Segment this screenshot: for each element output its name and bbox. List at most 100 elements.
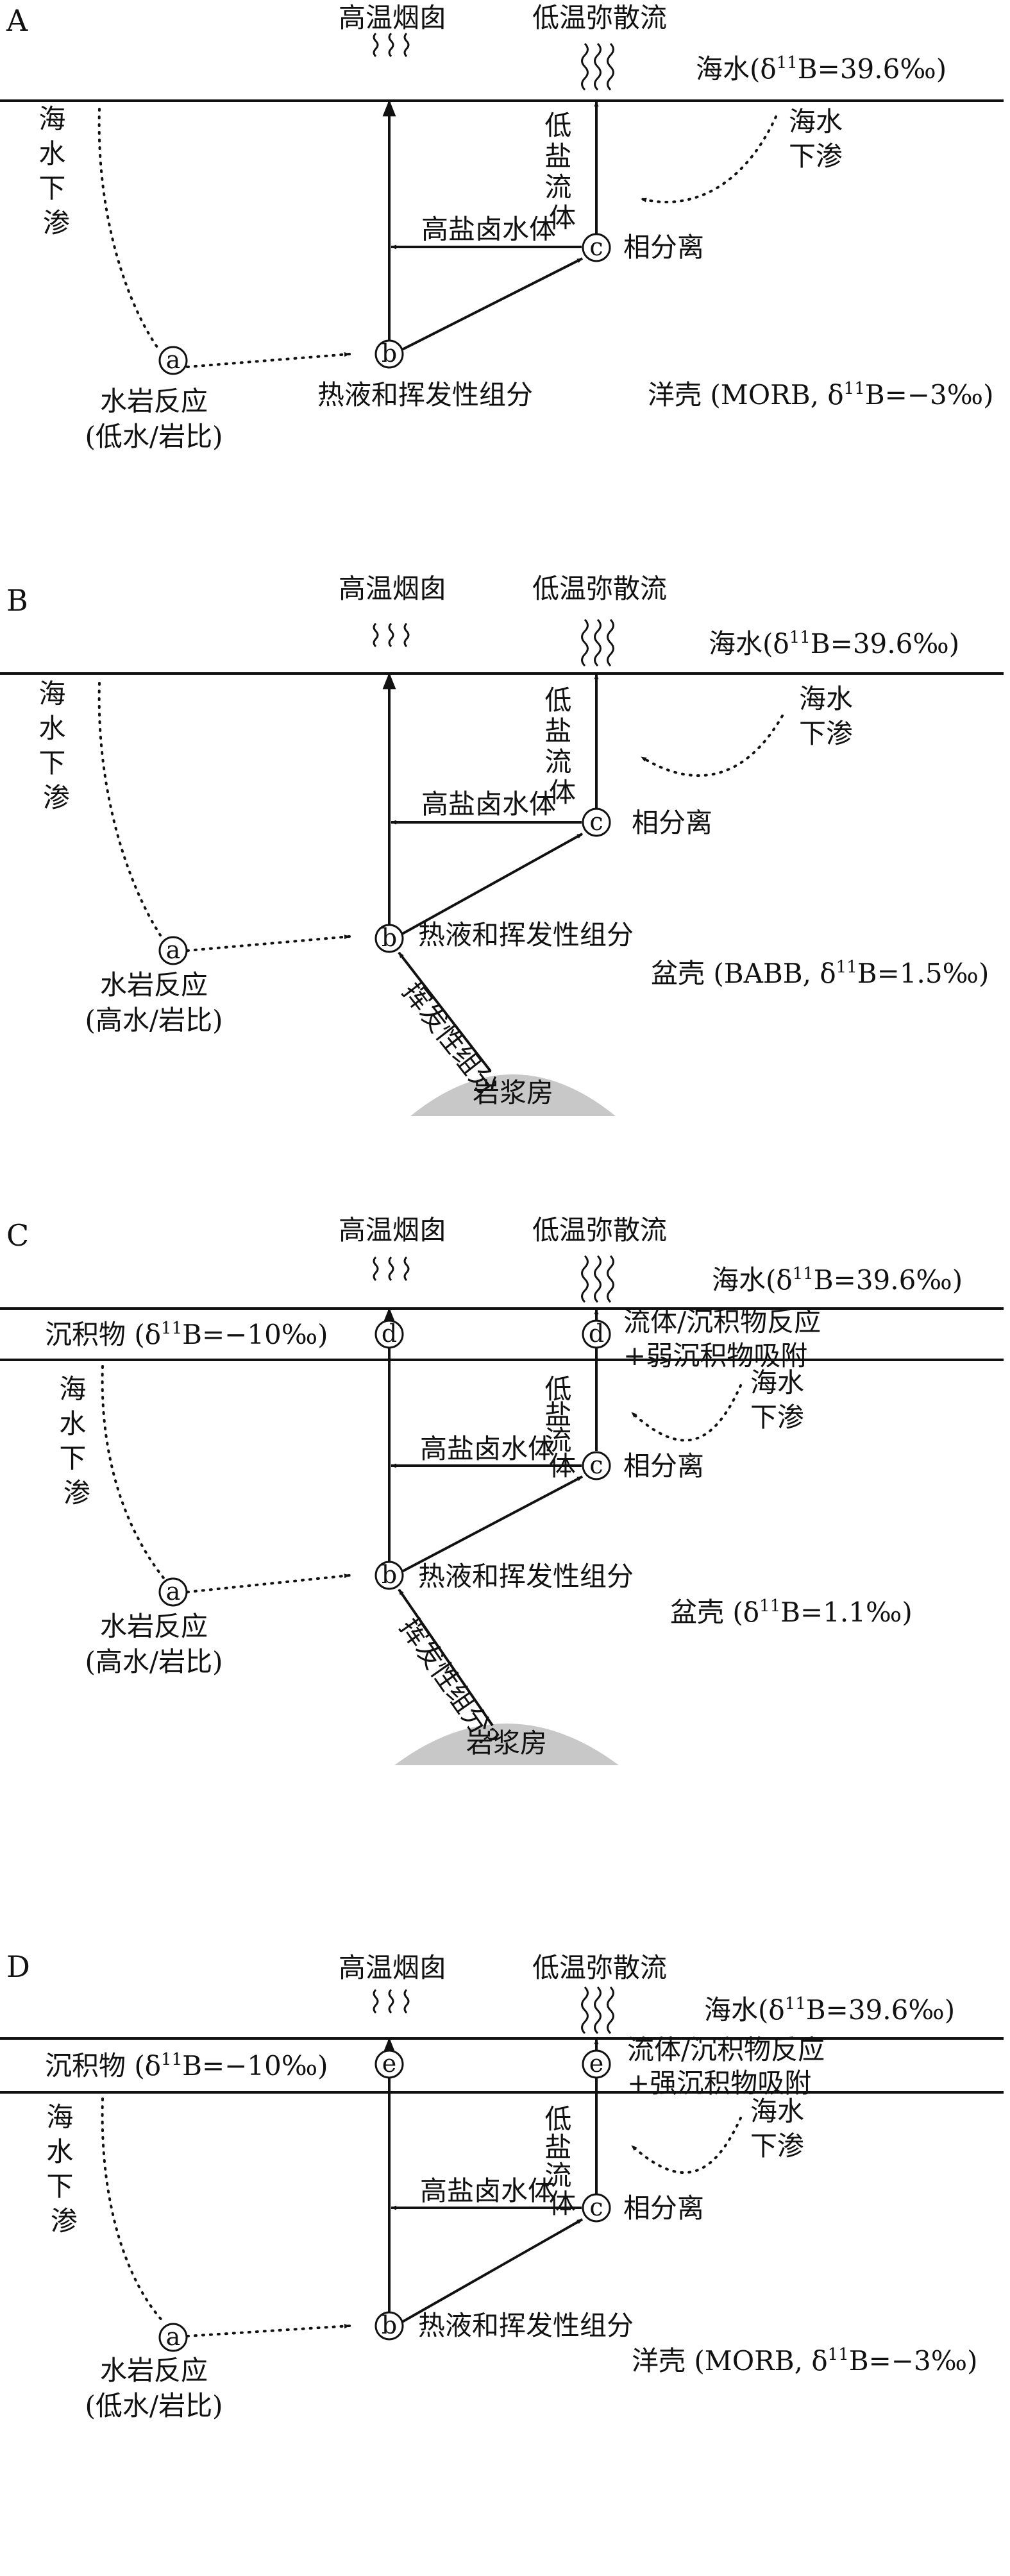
volatile-label: 挥发性组分 <box>396 976 504 1102</box>
svg-text:a: a <box>166 346 181 374</box>
seawater-recharge-right-label-2: 下渗 <box>750 1402 804 1433</box>
hydrothermal-label: 热液和挥发性组分 <box>317 379 533 411</box>
panel-tag: B <box>6 583 28 618</box>
sediment-reaction-label-2: +弱沉积物吸附 <box>623 1340 807 1371</box>
diffuse-flow-wave-icon <box>581 1255 614 1303</box>
volatile-label: 挥发性组分? <box>394 1613 505 1753</box>
sediment-label: 沉积物 (δ11B=−10‰) <box>45 1319 328 1350</box>
seawater-label: 海水(δ11B=39.6‰) <box>704 1994 955 2026</box>
low-salinity-fluid-label: 低 盐 流 体 <box>544 684 580 808</box>
water-rock-label-2: (高水/岩比) <box>85 1646 223 1677</box>
volatile-arrow <box>398 951 492 1072</box>
magma-chamber-label: 岩浆房 <box>473 1077 553 1108</box>
panel-a: A 高温烟囱 低温弥散流 海水(δ11B=39.6‰) 海 水 下 渗 海水 下… <box>0 2 1004 452</box>
hot-vent-label: 高温烟囱 <box>339 573 446 604</box>
phase-separation-label: 相分离 <box>623 232 704 263</box>
recharge-right-path <box>640 115 777 203</box>
recharge-left-path <box>101 1365 165 1579</box>
panel-tag: D <box>6 1949 30 1984</box>
brine-label: 高盐卤水体 <box>420 1433 555 1464</box>
water-rock-label-2: (低水/岩比) <box>85 2390 223 2421</box>
sediment-label: 沉积物 (δ11B=−10‰) <box>45 2050 328 2081</box>
water-rock-label-1: 水岩反应 <box>100 386 208 417</box>
svg-text:d: d <box>589 1319 604 1348</box>
water-rock-label-2: (高水/岩比) <box>85 1004 223 1036</box>
brine-label: 高盐卤水体 <box>420 2175 555 2207</box>
low-salinity-fluid-label: 低 盐 流 体 <box>544 1373 580 1482</box>
panel-tag: A <box>6 3 28 38</box>
b-to-c-arrow <box>401 833 583 935</box>
crust-label: 盆壳 (δ11B=1.1‰) <box>670 1597 913 1628</box>
hot-vent-label: 高温烟囱 <box>339 1214 446 1246</box>
svg-text:a: a <box>166 936 181 964</box>
diffuse-flow-label: 低温弥散流 <box>532 2 667 33</box>
diffuse-flow-wave-icon <box>581 618 614 667</box>
recharge-right-path <box>630 1384 742 1442</box>
brine-label: 高盐卤水体 <box>421 788 556 820</box>
magma-chamber-label: 岩浆房 <box>466 1727 547 1759</box>
node-c: c <box>582 2193 611 2223</box>
water-rock-to-b-path <box>186 1573 351 1593</box>
node-b: b <box>375 2311 404 2341</box>
seawater-recharge-right-label-1: 海水 <box>750 1367 804 1398</box>
seawater-recharge-left-label: 海 水 下 渗 <box>38 678 74 813</box>
crust-label: 洋壳 (MORB, δ11B=−3‰) <box>632 2345 977 2377</box>
b-to-c-arrow <box>401 1475 583 1573</box>
magma-chamber <box>394 1724 619 1765</box>
sediment-reaction-label-1: 流体/沉积物反应 <box>627 2034 825 2065</box>
node-a: a <box>158 936 188 965</box>
svg-text:e: e <box>589 2049 604 2078</box>
hydrothermal-label: 热液和挥发性组分 <box>418 1561 634 1592</box>
node-a: a <box>158 2323 188 2352</box>
node-c: c <box>582 1451 611 1480</box>
volatile-arrow <box>398 1588 494 1727</box>
node-c: c <box>582 233 611 262</box>
b-to-c-arrow <box>401 257 583 351</box>
seawater-recharge-left-label: 海 水 下 渗 <box>38 103 74 239</box>
diffuse-flow-label: 低温弥散流 <box>532 1214 667 1246</box>
node-a: a <box>158 346 188 375</box>
water-rock-label-1: 水岩反应 <box>100 1611 208 1642</box>
diffuse-flow-label: 低温弥散流 <box>532 1952 667 1983</box>
panel-b: B 高温烟囱 低温弥散流 海水(δ11B=39.6‰) 海 水 下 渗 海水 下… <box>0 573 1004 1116</box>
seawater-recharge-right-label-1: 海水 <box>789 106 843 137</box>
svg-text:e: e <box>382 2049 397 2078</box>
b-to-c-arrow <box>401 2218 583 2323</box>
seawater-recharge-right-label-1: 海水 <box>799 683 853 715</box>
hot-vent-smoke-icon <box>373 1256 410 1282</box>
svg-text:b: b <box>382 2311 397 2339</box>
sediment-reaction-label-2: +强沉积物吸附 <box>627 2067 811 2099</box>
svg-text:b: b <box>382 1561 397 1589</box>
svg-text:b: b <box>382 924 397 952</box>
svg-text:c: c <box>589 2193 603 2221</box>
hot-vent-smoke-icon <box>373 1988 410 2014</box>
svg-text:a: a <box>166 2323 181 2351</box>
panel-c: C 高温烟囱 低温弥散流 海水(δ11B=39.6‰) 沉积物 (δ11B=−1… <box>0 1214 1004 1765</box>
node-e-vent: e <box>375 2049 404 2079</box>
diffuse-flow-wave-icon <box>581 42 614 91</box>
diffuse-flow-label: 低温弥散流 <box>532 573 667 604</box>
brine-label: 高盐卤水体 <box>421 214 556 245</box>
seawater-recharge-right-label-2: 下渗 <box>750 2130 804 2162</box>
node-b: b <box>375 1561 404 1590</box>
recharge-right-path <box>630 2117 742 2174</box>
svg-text:d: d <box>382 1319 397 1348</box>
sediment-reaction-label-1: 流体/沉积物反应 <box>623 1306 821 1337</box>
recharge-left-path <box>101 2097 165 2323</box>
seawater-recharge-left-label: 海 水 下 渗 <box>59 1373 94 1509</box>
water-rock-label-1: 水岩反应 <box>100 2355 208 2386</box>
seawater-recharge-right-label-1: 海水 <box>750 2096 804 2127</box>
phase-separation-label: 相分离 <box>623 2192 704 2224</box>
crust-label: 盆壳 (BABB, δ11B=1.5‰) <box>651 958 989 989</box>
crust-label: 洋壳 (MORB, δ11B=−3‰) <box>648 379 993 411</box>
phase-separation-label: 相分离 <box>623 1450 704 1482</box>
hot-vent-smoke-icon <box>373 622 410 648</box>
hot-vent-label: 高温烟囱 <box>339 1952 446 1983</box>
seawater-recharge-right-label-2: 下渗 <box>799 718 853 749</box>
recharge-right-path <box>640 715 784 777</box>
panel-tag: C <box>6 1218 29 1253</box>
seawater-label: 海水(δ11B=39.6‰) <box>709 628 959 659</box>
water-rock-label-1: 水岩反应 <box>100 969 208 1001</box>
node-b: b <box>375 924 404 953</box>
